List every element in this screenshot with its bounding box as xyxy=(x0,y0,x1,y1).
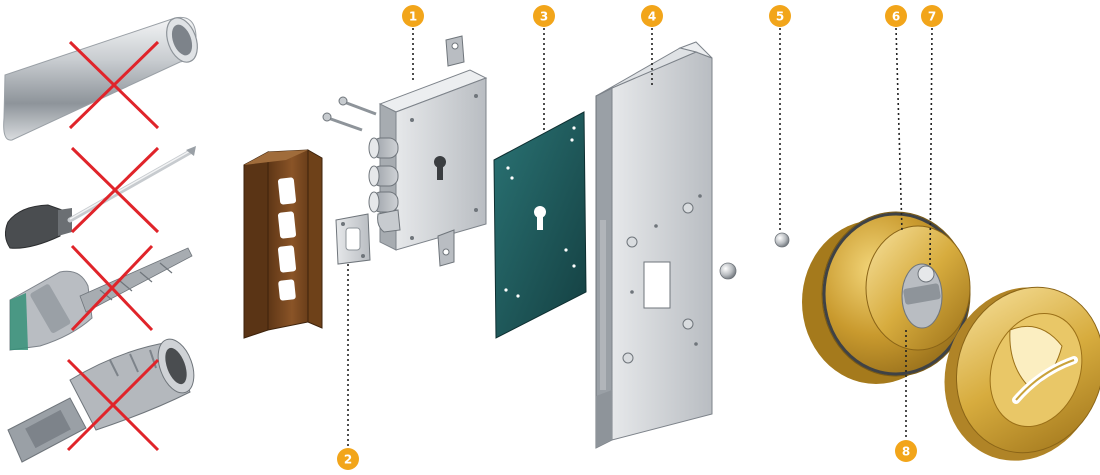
steel-ball-icon xyxy=(774,232,790,248)
callout-6: 6 xyxy=(885,5,907,27)
svg-text:3: 3 xyxy=(540,10,548,24)
bolt-icon xyxy=(368,137,399,159)
callout-8: 8 xyxy=(895,440,917,462)
forbidden-cross-icon xyxy=(66,358,160,452)
callout-7: 7 xyxy=(921,5,943,27)
strike-plate-part xyxy=(335,213,371,265)
green-armor-plate-part xyxy=(493,111,587,339)
leader-lines xyxy=(347,27,933,448)
latch-icon xyxy=(377,209,401,233)
brass-escutcheon-part xyxy=(944,286,1100,461)
svg-text:6: 6 xyxy=(892,10,900,24)
forbidden-cross-icon xyxy=(70,146,160,234)
callout-3: 3 xyxy=(533,5,555,27)
rotating-disc-icon xyxy=(901,263,943,329)
screwdriver-icon xyxy=(4,146,196,249)
svg-text:2: 2 xyxy=(344,453,352,467)
forbidden-cross-icon xyxy=(68,40,160,130)
callout-5: 5 xyxy=(769,5,791,27)
callout-1: 1 xyxy=(402,5,424,27)
svg-text:5: 5 xyxy=(776,10,784,24)
brown-bracket-part xyxy=(243,149,323,339)
svg-text:8: 8 xyxy=(902,445,910,459)
screw-icon xyxy=(322,112,363,132)
brass-cylinder-guard-part xyxy=(802,211,971,384)
steel-ball-icon xyxy=(719,262,737,280)
steel-pipe-icon xyxy=(3,16,198,141)
forbidden-tools-panel xyxy=(3,16,198,463)
bolt-icon xyxy=(368,165,399,187)
steel-door-profile-part xyxy=(595,41,713,449)
lock-body-part xyxy=(368,35,488,267)
callout-4: 4 xyxy=(641,5,663,27)
svg-text:7: 7 xyxy=(928,10,936,24)
drill-bit-icon xyxy=(9,247,193,351)
callout-2: 2 xyxy=(337,448,359,470)
svg-text:1: 1 xyxy=(409,10,417,24)
forbidden-cross-icon xyxy=(70,244,154,332)
svg-text:4: 4 xyxy=(648,10,656,24)
bolt-icon xyxy=(368,191,399,213)
screw-icon xyxy=(338,96,377,116)
